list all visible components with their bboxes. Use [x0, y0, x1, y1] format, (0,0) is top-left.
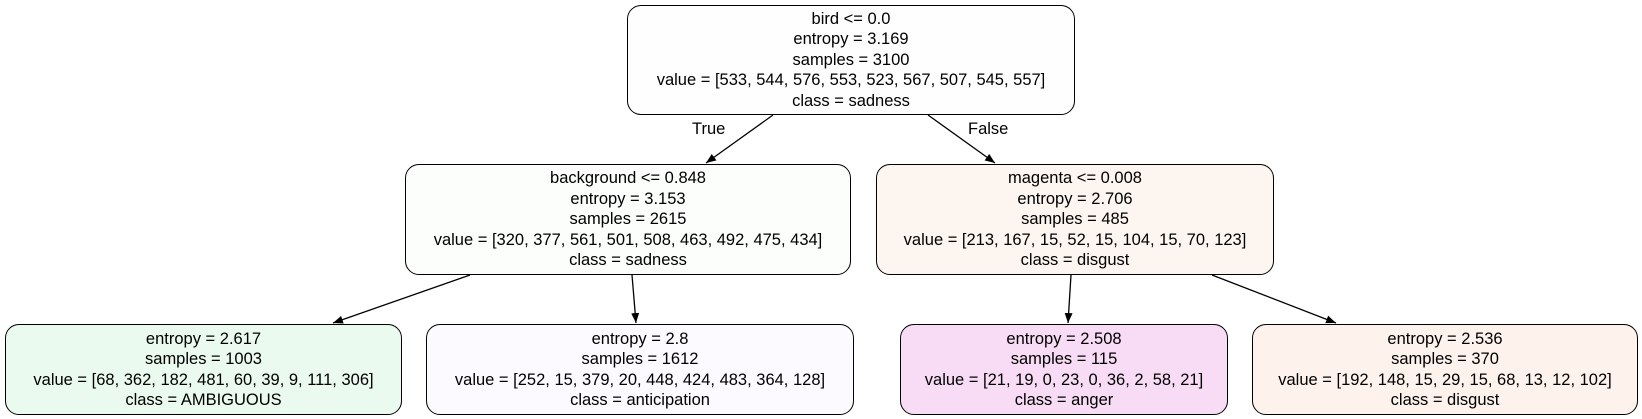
node-entropy: entropy = 2.617	[145, 329, 262, 348]
node-samples: samples = 1003	[145, 350, 262, 368]
node-class: class = AMBIGUOUS	[125, 391, 282, 409]
node-value: value = [533, 544, 576, 553, 523, 567, 5…	[656, 71, 1046, 90]
node-class: class = disgust	[1020, 251, 1130, 270]
edge-left-to-leaf-ambiguous	[332, 274, 471, 324]
node-entropy: entropy = 2.536	[1387, 329, 1503, 348]
edge-label-false: False	[968, 120, 1009, 138]
leaf-anticipation: entropy = 2.8 samples = 1612 value = [25…	[426, 324, 854, 415]
node-value: value = [320, 377, 561, 501, 508, 463, 4…	[433, 230, 823, 249]
node-samples: samples = 115	[1010, 350, 1118, 368]
node-class: class = disgust	[1390, 391, 1500, 409]
node-entropy: entropy = 2.8	[591, 329, 689, 348]
edge-label-true: True	[692, 120, 726, 138]
node-value: value = [213, 167, 15, 52, 15, 104, 15, …	[903, 230, 1247, 249]
node-root-bird: bird <= 0.0 entropy = 3.169 samples = 31…	[627, 5, 1075, 115]
node-value: value = [192, 148, 15, 29, 15, 68, 13, 1…	[1278, 370, 1612, 389]
node-samples: samples = 3100	[792, 50, 910, 69]
node-entropy: entropy = 2.508	[1006, 329, 1122, 348]
leaf-ambiguous: entropy = 2.617 samples = 1003 value = […	[5, 324, 402, 415]
node-rule: bird <= 0.0	[811, 9, 891, 28]
node-samples: samples = 2615	[569, 210, 687, 229]
node-rule: magenta <= 0.008	[1008, 169, 1142, 188]
node-split-background: background <= 0.848 entropy = 3.153 samp…	[405, 164, 851, 275]
edge-root-to-left	[705, 114, 774, 164]
node-entropy: entropy = 2.706	[1017, 189, 1133, 208]
edge-right-to-leaf-anger	[1064, 274, 1073, 324]
node-class: class = sadness	[792, 91, 910, 110]
node-value: value = [252, 15, 379, 20, 448, 424, 483…	[454, 370, 826, 389]
leaf-disgust: entropy = 2.536 samples = 370 value = [1…	[1252, 324, 1638, 415]
node-samples: samples = 485	[1021, 210, 1129, 229]
node-samples: samples = 370	[1391, 350, 1499, 368]
edge-right-to-leaf-disgust	[1211, 274, 1337, 324]
edge-left-to-leaf-anticipation	[631, 274, 640, 324]
node-entropy: entropy = 3.153	[570, 189, 686, 208]
node-class: class = sadness	[569, 251, 687, 270]
leaf-anger: entropy = 2.508 samples = 115 value = [2…	[900, 324, 1228, 415]
node-rule: background <= 0.848	[550, 169, 706, 188]
node-entropy: entropy = 3.169	[793, 30, 909, 49]
node-split-magenta: magenta <= 0.008 entropy = 2.706 samples…	[876, 164, 1274, 275]
edge-root-to-right	[927, 114, 996, 164]
node-class: class = anger	[1014, 391, 1114, 409]
node-value: value = [68, 362, 182, 481, 60, 39, 9, 1…	[33, 370, 374, 389]
node-samples: samples = 1612	[581, 350, 699, 368]
node-value: value = [21, 19, 0, 23, 0, 36, 2, 58, 21…	[924, 370, 1204, 389]
node-class: class = anticipation	[570, 391, 710, 409]
